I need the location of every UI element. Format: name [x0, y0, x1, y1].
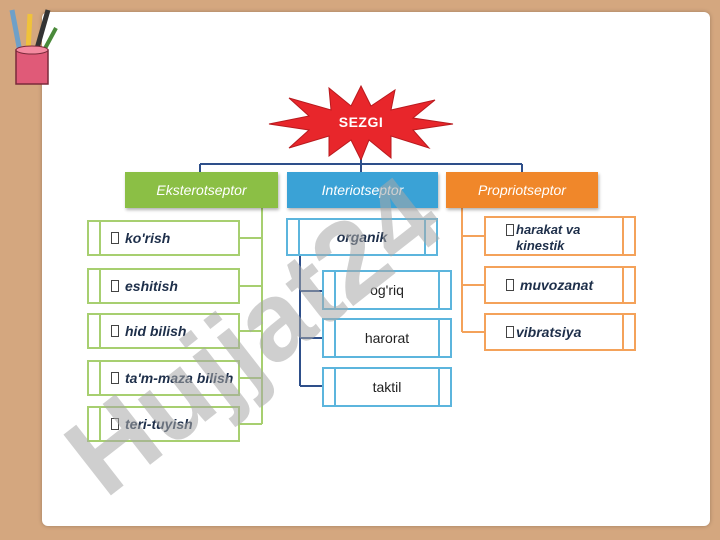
bullet-icon: [111, 372, 119, 384]
bullet-icon: [506, 224, 514, 236]
ekstero-item: ta'm-maza bilish: [87, 360, 240, 396]
bullet-icon: [111, 280, 119, 292]
interio-item: harorat: [322, 318, 452, 358]
ekstero-item-label: teri-tuyish: [125, 416, 193, 432]
bullet-icon: [111, 325, 119, 337]
interio-head: organik: [286, 218, 438, 256]
sezgi-starburst: [268, 84, 454, 160]
bullet-icon: [111, 418, 119, 430]
interio-head-label: organik: [336, 229, 388, 245]
ekstero-item: teri-tuyish: [87, 406, 240, 442]
category-interiotseptor: Interiotseptor: [287, 172, 438, 208]
interio-item: taktil: [322, 367, 452, 407]
ekstero-item: ko'rish: [87, 220, 240, 256]
bullet-icon: [506, 326, 514, 338]
ekstero-item: eshitish: [87, 268, 240, 304]
proprio-item: muvozanat: [484, 266, 636, 304]
ekstero-item-label: ko'rish: [125, 230, 171, 246]
proprio-item-label: harakat va kinestik: [516, 222, 581, 253]
proprio-item: harakat va kinestik: [484, 216, 636, 256]
bullet-icon: [506, 279, 514, 291]
ekstero-item-label: eshitish: [125, 278, 178, 294]
proprio-item-label: vibratsiya: [516, 324, 582, 340]
ekstero-item: hid bilish: [87, 313, 240, 349]
category-propriotseptor: Propriotseptor: [446, 172, 598, 208]
proprio-item: vibratsiya: [484, 313, 636, 351]
sezgi-title: SEZGI: [338, 114, 384, 130]
ekstero-item-label: ta'm-maza bilish: [125, 370, 234, 386]
ekstero-item-label: hid bilish: [125, 323, 187, 339]
pencil-cup-icon: [9, 9, 58, 85]
interio-item-label: og'riq: [370, 282, 404, 298]
interio-item-label: harorat: [364, 330, 410, 346]
bullet-icon: [111, 232, 119, 244]
interio-item-label: taktil: [372, 379, 402, 395]
proprio-item-label: muvozanat: [520, 277, 594, 293]
interio-item: og'riq: [322, 270, 452, 310]
category-eksterotseptor: Eksterotseptor: [125, 172, 278, 208]
